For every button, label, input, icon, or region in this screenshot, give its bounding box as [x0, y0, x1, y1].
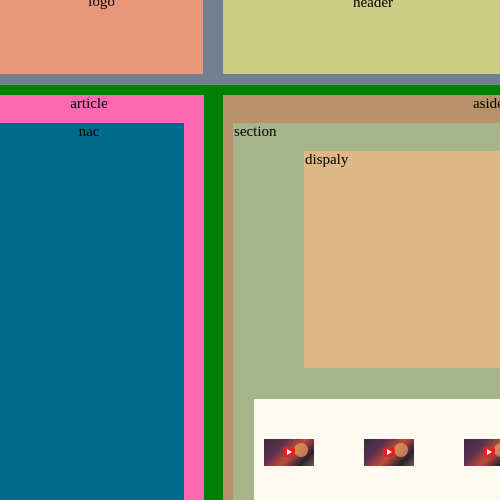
video-thumbnail-2[interactable] — [364, 439, 414, 466]
header-label: header — [353, 0, 393, 11]
header-box: header — [223, 0, 500, 74]
play-icon — [283, 447, 295, 457]
display-box: dispaly — [304, 151, 500, 368]
logo-label: logo — [88, 0, 115, 10]
thumbnail-gallery — [254, 399, 500, 500]
divider-stripe — [0, 85, 500, 95]
logo-box: logo — [0, 0, 203, 74]
top-band: logo header — [0, 0, 500, 85]
nav-label: nac — [78, 124, 100, 140]
light-glow-icon — [294, 443, 308, 457]
article-box: article nac — [0, 95, 204, 500]
section-label: section — [234, 124, 277, 140]
light-glow-icon — [494, 443, 500, 457]
play-icon — [383, 447, 395, 457]
video-thumbnail-1[interactable] — [264, 439, 314, 466]
video-thumbnail-3[interactable] — [464, 439, 500, 466]
aside-label: aside — [473, 96, 500, 112]
display-label: dispaly — [305, 152, 349, 168]
article-label: article — [70, 96, 108, 112]
nav-box: nac — [0, 123, 184, 500]
play-icon — [483, 447, 495, 457]
light-glow-icon — [394, 443, 408, 457]
